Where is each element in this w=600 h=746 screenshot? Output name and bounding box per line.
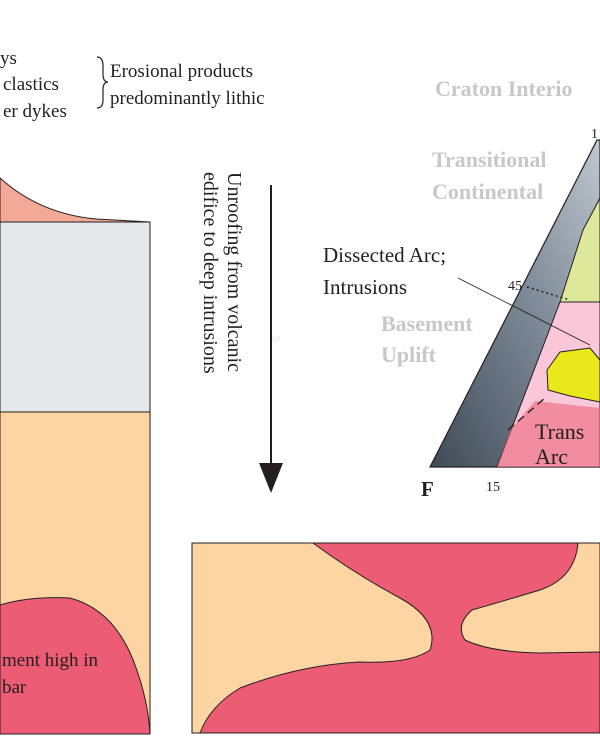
basement-uplift-label-2: Uplift [381,342,437,367]
legend-erosional-products: Erosional products [110,61,253,82]
unroofing-arrow: Unroofing from volcanic edifice to deep … [199,172,283,493]
transitional-continental-label-1: Transitional [432,147,547,172]
arrow-head [259,463,283,493]
legend-line-3: er dykes [3,101,67,122]
craton-interior-label: Craton Interio [435,76,572,101]
tick-label-top: 1 [591,127,598,142]
tiny-mark: GR [272,336,281,343]
transitional-arc-label-1: Trans [535,419,584,444]
grey-layer [0,221,151,413]
legend-line-1: ys [0,48,17,69]
crimson-basement [0,597,151,735]
legend-predominantly-lithic: predominantly lithic [110,88,265,109]
crimson-intrusion [199,542,600,734]
dissected-arc-label-2: Intrusions [323,275,407,299]
transitional-arc-label-2: Arc [535,444,568,469]
basement-label-line-2: bar [2,677,27,698]
basement-label-line-1: ment high in [2,650,99,671]
salmon-layer [0,177,151,225]
dissected-arc-leader [457,277,591,346]
dashed-boundary [507,397,546,431]
tick-label-15: 15 [486,480,500,495]
legend: ys clastics er dykes Erosional products … [0,48,265,122]
transitional-continental-label-2: Continental [432,179,543,204]
basement-uplift-label-1: Basement [381,311,473,336]
left-column: ment high in bar [0,177,151,735]
legend-line-2: clastics [3,74,59,95]
corner-label-f: F [421,477,434,501]
bottom-right-section [191,542,600,734]
arrow-text-line-2: edifice to deep intrusions [199,172,221,374]
yellow-field [546,347,600,403]
arrow-text-line-1: Unroofing from volcanic [223,172,245,372]
ternary-diagram: Craton Interio Transitional Continental … [323,76,600,501]
tick-label-45: 45 [508,279,522,294]
dissected-arc-label-1: Dissected Arc; [323,243,446,267]
legend-brace [96,56,109,109]
lime-region [559,197,600,303]
